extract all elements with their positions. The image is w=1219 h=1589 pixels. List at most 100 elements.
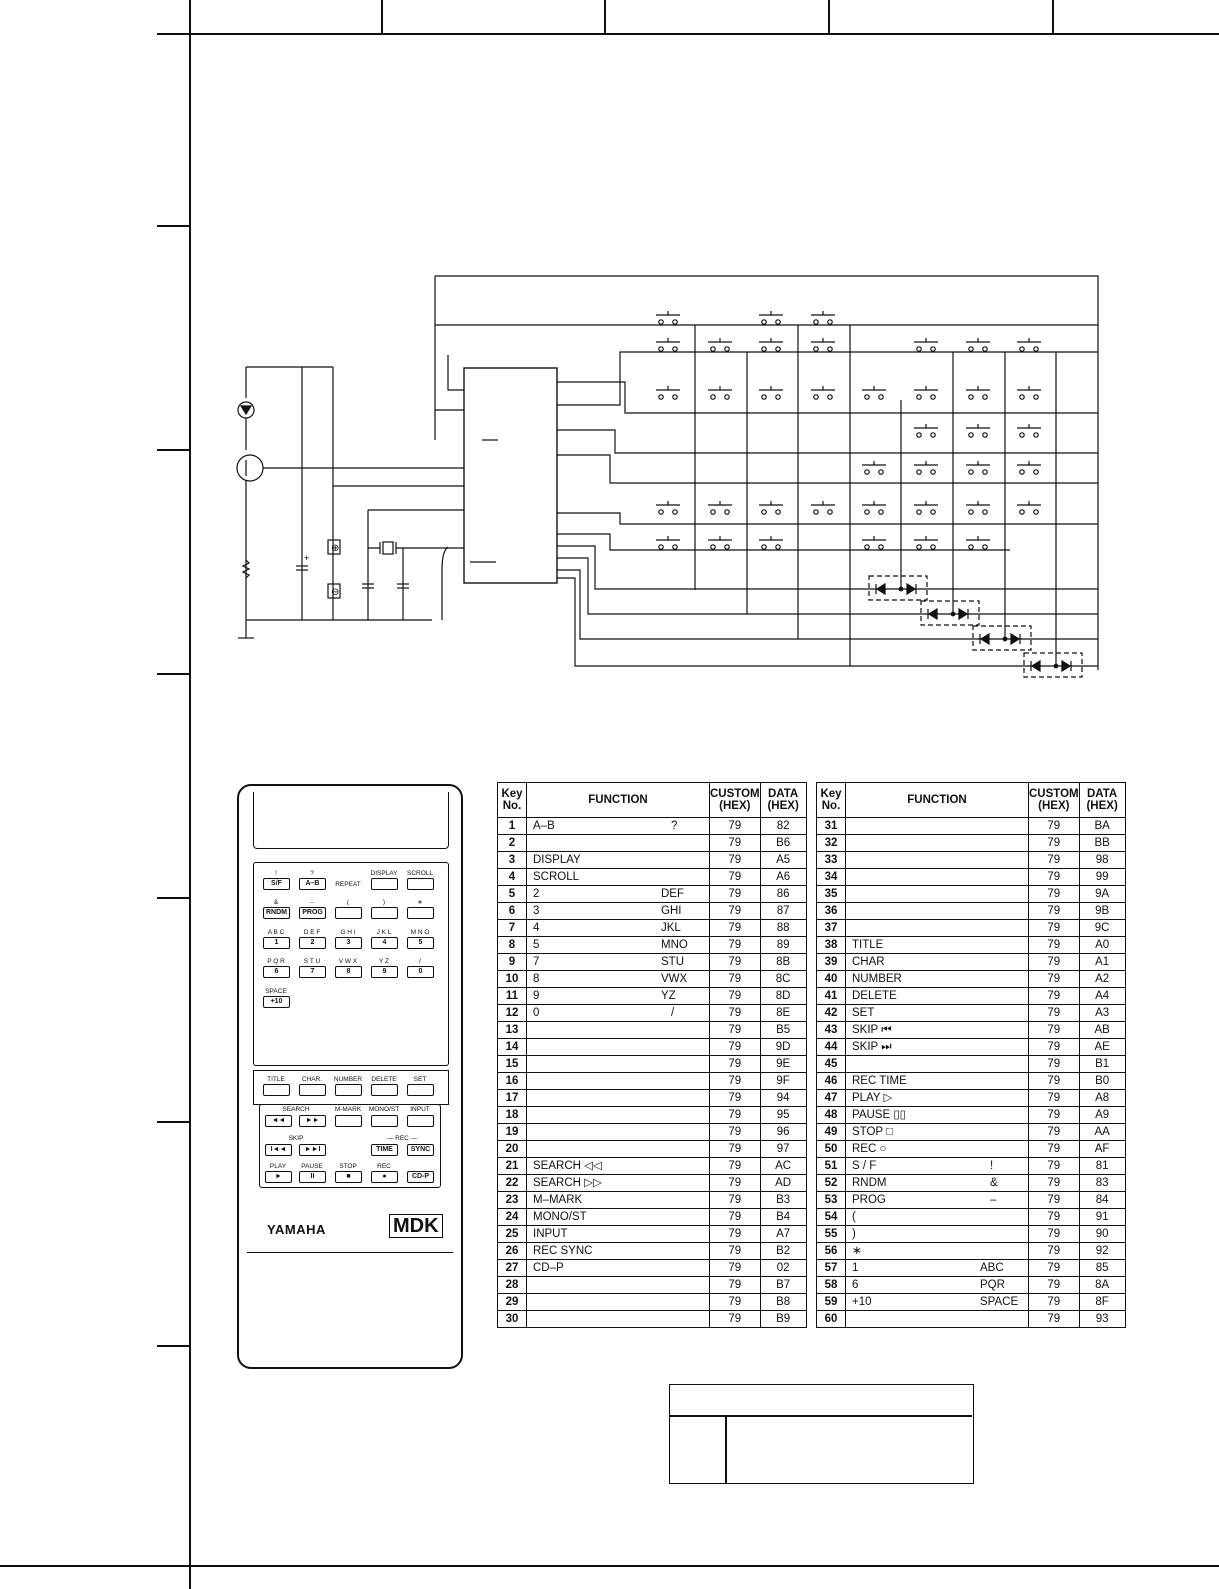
transport-button[interactable]: ● <box>371 1171 398 1183</box>
input-button[interactable] <box>407 1115 434 1127</box>
data-code: A8 <box>1078 1089 1126 1107</box>
function-label: SET <box>852 1007 875 1019</box>
key-number: 24 <box>497 1208 527 1226</box>
remote-button[interactable] <box>371 907 398 919</box>
key-switch <box>862 461 886 475</box>
data-code: 87 <box>759 902 807 920</box>
transport-button[interactable]: ► <box>265 1171 292 1183</box>
function-label: TITLE <box>852 939 884 951</box>
key-switch <box>1017 424 1041 438</box>
remote-button[interactable]: +10 <box>263 996 290 1008</box>
remote-label: P Q R <box>267 958 285 965</box>
remote-button[interactable]: PROG <box>299 907 326 919</box>
custom-code: 79 <box>1028 919 1080 937</box>
remote-button[interactable] <box>335 907 362 919</box>
rec-sync-button[interactable]: SYNC <box>407 1144 434 1156</box>
remote-button[interactable]: 2 <box>299 937 326 949</box>
remote-button[interactable]: A–B <box>299 878 326 890</box>
skip-forward-button[interactable]: ►►I <box>299 1144 326 1156</box>
function-cell: REC ○ <box>845 1140 1029 1158</box>
cdp-button[interactable]: CD-P <box>407 1171 434 1183</box>
function-extra: & <box>990 1177 998 1189</box>
custom-code: 79 <box>1028 936 1080 954</box>
monost-button[interactable] <box>371 1115 398 1127</box>
function-label: 8 <box>533 973 540 985</box>
data-code: 8A <box>1078 1276 1126 1294</box>
remote-button[interactable]: 5 <box>407 937 434 949</box>
key-number: 7 <box>497 919 527 937</box>
note-box <box>669 1384 974 1484</box>
remote-button[interactable]: 0 <box>407 966 434 978</box>
custom-code: 79 <box>1028 987 1080 1005</box>
transport-button[interactable]: II <box>299 1171 326 1183</box>
remote-button[interactable] <box>371 878 398 890</box>
custom-code: 79 <box>709 1174 761 1192</box>
remote-button[interactable]: S/F <box>263 878 290 890</box>
monost-label: MONO/ST <box>368 1106 400 1113</box>
remote-button[interactable]: 1 <box>263 937 290 949</box>
remote-button[interactable] <box>407 878 434 890</box>
function-cell: S / F! <box>845 1157 1029 1175</box>
key-switch <box>966 501 990 515</box>
mmark-button[interactable] <box>335 1115 362 1127</box>
battery-minus: ⊖ <box>331 587 339 598</box>
key-switch <box>914 501 938 515</box>
remote-button[interactable] <box>335 1084 362 1096</box>
custom-code: 79 <box>1028 1021 1080 1039</box>
custom-code: 79 <box>709 1038 761 1056</box>
search-back-button[interactable]: ◄◄ <box>265 1115 292 1127</box>
key-number: 40 <box>816 970 846 988</box>
remote-button[interactable]: 4 <box>371 937 398 949</box>
remote-button[interactable]: 7 <box>299 966 326 978</box>
key-number: 8 <box>497 936 527 954</box>
remote-button[interactable] <box>407 1084 434 1096</box>
key-number: 52 <box>816 1174 846 1192</box>
function-label: RNDM <box>852 1177 887 1189</box>
remote-button[interactable]: 8 <box>335 966 362 978</box>
remote-label: Y Z <box>379 958 389 965</box>
rec-time-button[interactable]: TIME <box>371 1144 398 1156</box>
transport-button[interactable]: ■ <box>335 1171 362 1183</box>
remote-button[interactable]: 9 <box>371 966 398 978</box>
data-code: 85 <box>1078 1259 1126 1277</box>
key-switch <box>914 461 938 475</box>
key-number: 55 <box>816 1225 846 1243</box>
search-forward-button[interactable]: ►► <box>299 1115 326 1127</box>
mmark-label: M-MARK <box>334 1106 362 1113</box>
remote-button[interactable] <box>263 1084 290 1096</box>
key-number: 58 <box>816 1276 846 1294</box>
function-cell <box>845 919 1029 937</box>
data-code: 9D <box>759 1038 807 1056</box>
key-switch <box>759 311 783 325</box>
remote-button[interactable]: 3 <box>335 937 362 949</box>
repeat-label: REPEAT <box>335 881 361 888</box>
custom-code: 79 <box>1028 953 1080 971</box>
remote-button[interactable]: RNDM <box>263 907 290 919</box>
remote-button[interactable] <box>299 1084 326 1096</box>
custom-code: 79 <box>709 987 761 1005</box>
remote-panel <box>253 862 449 1066</box>
function-label: 0 <box>533 1007 540 1019</box>
remote-button[interactable]: 6 <box>263 966 290 978</box>
custom-code: 79 <box>709 1208 761 1226</box>
custom-code: 79 <box>709 970 761 988</box>
key-switch <box>966 536 990 550</box>
skip-back-button[interactable]: I◄◄ <box>265 1144 292 1156</box>
function-cell <box>845 868 1029 886</box>
remote-button[interactable] <box>407 907 434 919</box>
remote-button[interactable] <box>371 1084 398 1096</box>
data-code: 9C <box>1078 919 1126 937</box>
function-cell <box>526 1021 710 1039</box>
